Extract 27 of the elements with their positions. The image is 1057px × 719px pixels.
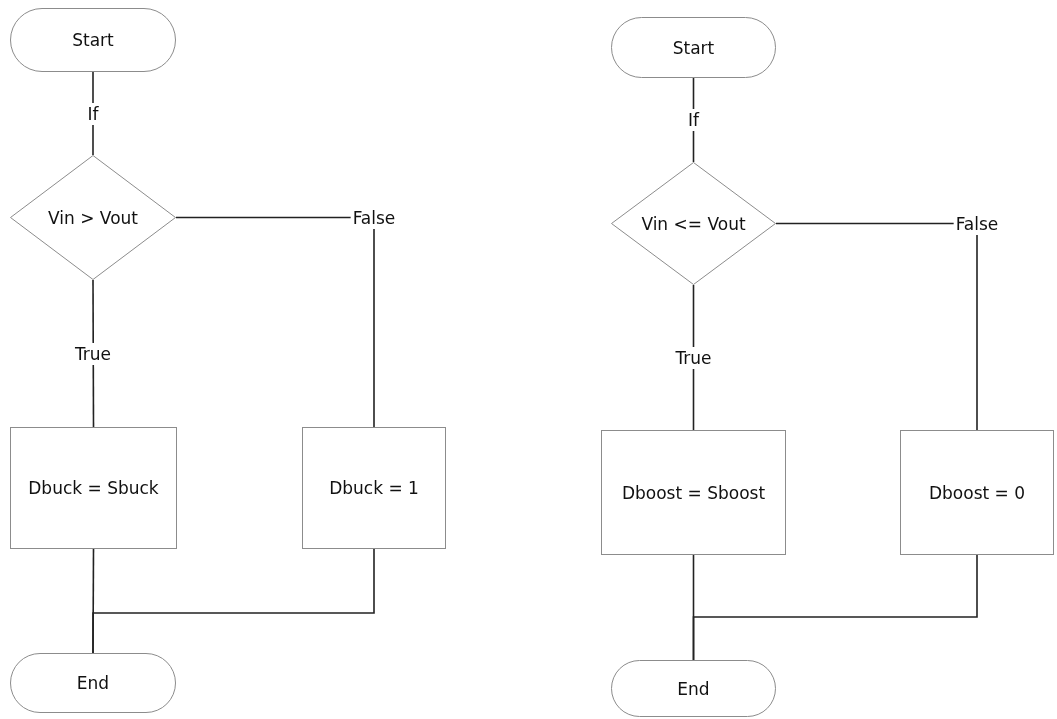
- node-label: Dboost = Sboost: [621, 482, 766, 503]
- node-label: Start: [672, 37, 715, 58]
- node-label: Vin <= Vout: [641, 213, 746, 234]
- connector-line: [92, 71, 94, 156]
- edge-label: True: [673, 346, 714, 369]
- decision-diamond: [611, 162, 776, 285]
- node-label: Dbuck = Sbuck: [28, 478, 159, 498]
- connector-line: [92, 548, 375, 654]
- connector-line: [692, 554, 978, 661]
- edge-label: True: [72, 342, 114, 365]
- decision-diamond: [10, 155, 176, 280]
- terminal-pill: [611, 660, 776, 717]
- node-label: End: [76, 673, 110, 693]
- node-label: Vin > Vout: [48, 207, 138, 228]
- terminal-pill: [10, 653, 176, 713]
- edge-label: If: [686, 109, 701, 131]
- connector-line: [692, 77, 695, 163]
- process-box: [900, 430, 1054, 555]
- connector-line: [175, 216, 375, 428]
- node-label: End: [677, 678, 710, 699]
- connector-line: [775, 222, 978, 431]
- node-label: Dboost = 0: [928, 482, 1026, 503]
- node-label: Dbuck = 1: [329, 478, 419, 498]
- process-box: [10, 427, 177, 549]
- node-label: Start: [72, 30, 114, 50]
- process-box: [601, 430, 786, 555]
- process-box: [302, 427, 446, 549]
